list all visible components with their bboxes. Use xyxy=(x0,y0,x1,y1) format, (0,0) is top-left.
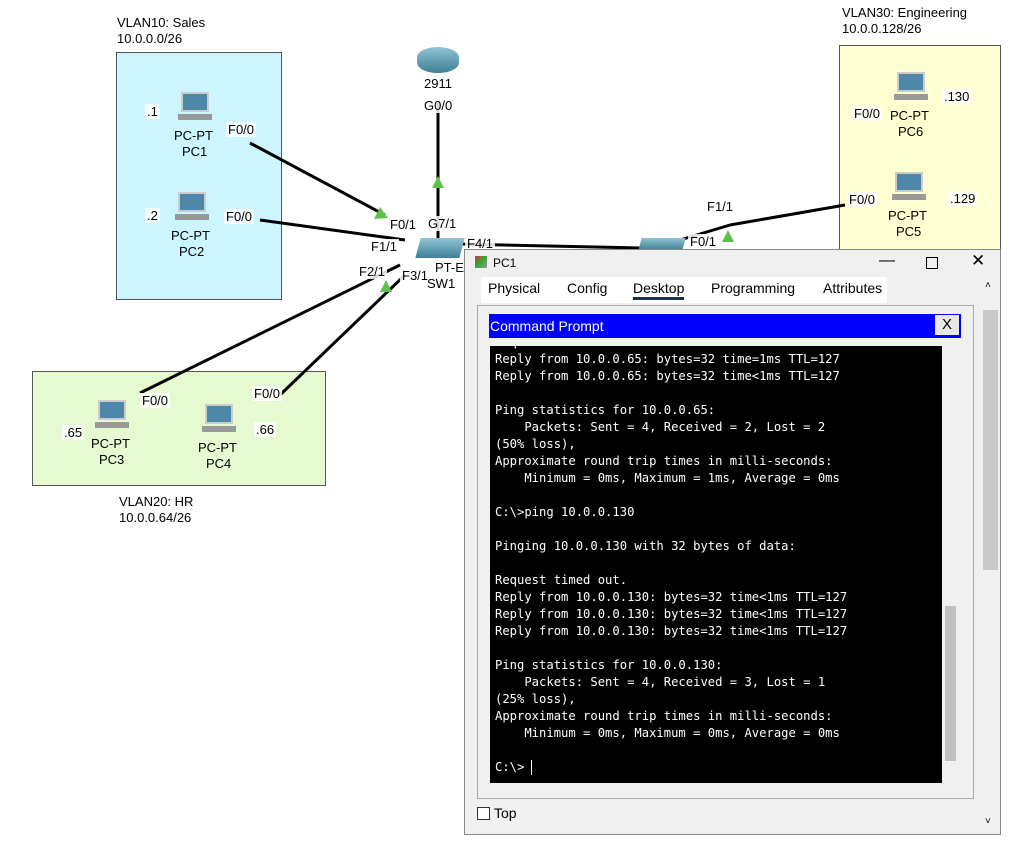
vlan30-name: VLAN30: Engineering xyxy=(840,5,970,20)
link-pc2-sw1 xyxy=(259,218,406,242)
port-label: G7/1 xyxy=(426,216,459,231)
port-label: F3/1 xyxy=(400,268,431,283)
link-up-indicator xyxy=(432,176,444,188)
link-pc1-sw1 xyxy=(249,141,386,217)
tab-config[interactable]: Config xyxy=(567,280,608,296)
pc1-window: PC1 — ✕ Physical Config Desktop Programm… xyxy=(464,249,1001,835)
port-label: F0/1 xyxy=(688,234,719,249)
pc4-icon[interactable] xyxy=(202,404,236,434)
pc1-name: PC1 xyxy=(182,144,208,159)
window-scrollbar[interactable] xyxy=(983,310,998,570)
pc3-name: PC3 xyxy=(99,452,125,467)
pc5-ip: .129 xyxy=(948,191,978,206)
router-icon[interactable] xyxy=(417,47,459,73)
pc2-ip: .2 xyxy=(145,208,160,223)
pc1-port: F0/0 xyxy=(226,122,257,137)
tab-physical[interactable]: Physical xyxy=(488,280,541,296)
port-label: F0/1 xyxy=(388,217,419,232)
cursor xyxy=(531,760,532,775)
pc4-port: F0/0 xyxy=(252,386,283,401)
pc5-name: PC5 xyxy=(896,224,922,239)
tab-attributes[interactable]: Attributes xyxy=(823,280,883,296)
pc2-name: PC2 xyxy=(179,244,205,259)
port-label: F2/1 xyxy=(357,264,388,279)
top-checkbox-label: Top xyxy=(494,805,517,821)
vlan10-name: VLAN10: Sales xyxy=(115,15,208,30)
pc6-port: F0/0 xyxy=(852,106,883,121)
link-pc3-sw1 xyxy=(139,263,401,395)
pc2-port: F0/0 xyxy=(224,209,255,224)
switch-sw1-icon[interactable] xyxy=(415,238,465,258)
pc6-type: PC-PT xyxy=(890,108,929,123)
vlan20-subnet: 10.0.0.64/26 xyxy=(117,510,194,525)
minimize-button[interactable]: — xyxy=(879,252,895,269)
command-prompt-close-button[interactable]: X xyxy=(935,315,959,335)
pc5-port: F0/0 xyxy=(847,192,878,207)
packet-tracer-icon xyxy=(475,256,487,268)
pc4-ip: .66 xyxy=(254,422,277,437)
pc1-icon[interactable] xyxy=(178,92,212,122)
vlan30-subnet: 10.0.0.128/26 xyxy=(840,21,924,36)
router-port: G0/0 xyxy=(422,98,455,113)
pc4-type: PC-PT xyxy=(198,440,237,455)
pc3-ip: .65 xyxy=(62,425,85,440)
pc2-type: PC-PT xyxy=(171,228,210,243)
scroll-down-icon[interactable]: ˅ xyxy=(985,816,991,827)
command-prompt-titlebar: Command Prompt X xyxy=(489,314,961,338)
close-button[interactable]: ✕ xyxy=(971,251,986,270)
terminal-text: Request timed out. Reply from 10.0.0.65:… xyxy=(495,346,848,774)
pc1-type: PC-PT xyxy=(174,128,213,143)
pc3-type: PC-PT xyxy=(91,436,130,451)
link-up-indicator xyxy=(722,230,734,242)
router-model: 2911 xyxy=(424,76,452,91)
pc4-name: PC4 xyxy=(206,456,232,471)
pc5-type: PC-PT xyxy=(888,208,927,223)
vlan10-subnet: 10.0.0.0/26 xyxy=(115,31,185,46)
switch-type: PT-E xyxy=(435,260,464,275)
pc3-icon[interactable] xyxy=(95,400,129,430)
pc1-ip: .1 xyxy=(145,104,160,119)
scroll-up-icon[interactable]: ˄ xyxy=(985,280,991,291)
terminal-scroll-thumb[interactable] xyxy=(945,606,956,761)
tab-programming[interactable]: Programming xyxy=(711,280,796,296)
terminal-scrollbar[interactable] xyxy=(942,346,959,783)
pc6-ip: .130 xyxy=(942,89,972,104)
window-title: PC1 xyxy=(493,256,517,270)
command-prompt-title: Command Prompt xyxy=(490,318,604,334)
port-label: F4/1 xyxy=(465,236,496,251)
pc3-port: F0/0 xyxy=(140,393,171,408)
link-sw2-pc5 xyxy=(729,203,846,227)
link-up-indicator xyxy=(374,207,388,219)
terminal-output[interactable]: Request timed out. Reply from 10.0.0.65:… xyxy=(490,346,942,783)
pc5-icon[interactable] xyxy=(892,172,926,202)
tab-desktop[interactable]: Desktop xyxy=(633,280,685,300)
switch-name: SW1 xyxy=(427,276,456,291)
link-pc4-sw1 xyxy=(278,273,407,397)
vlan20-name: VLAN20: HR xyxy=(117,494,196,509)
pc2-icon[interactable] xyxy=(175,192,209,222)
link-up-indicator xyxy=(380,280,392,292)
pc6-icon[interactable] xyxy=(894,72,928,102)
top-checkbox[interactable] xyxy=(477,807,490,820)
pc6-name: PC6 xyxy=(898,124,924,139)
maximize-button[interactable] xyxy=(926,257,938,269)
port-label: F1/1 xyxy=(705,199,736,214)
port-label: F1/1 xyxy=(369,239,400,254)
